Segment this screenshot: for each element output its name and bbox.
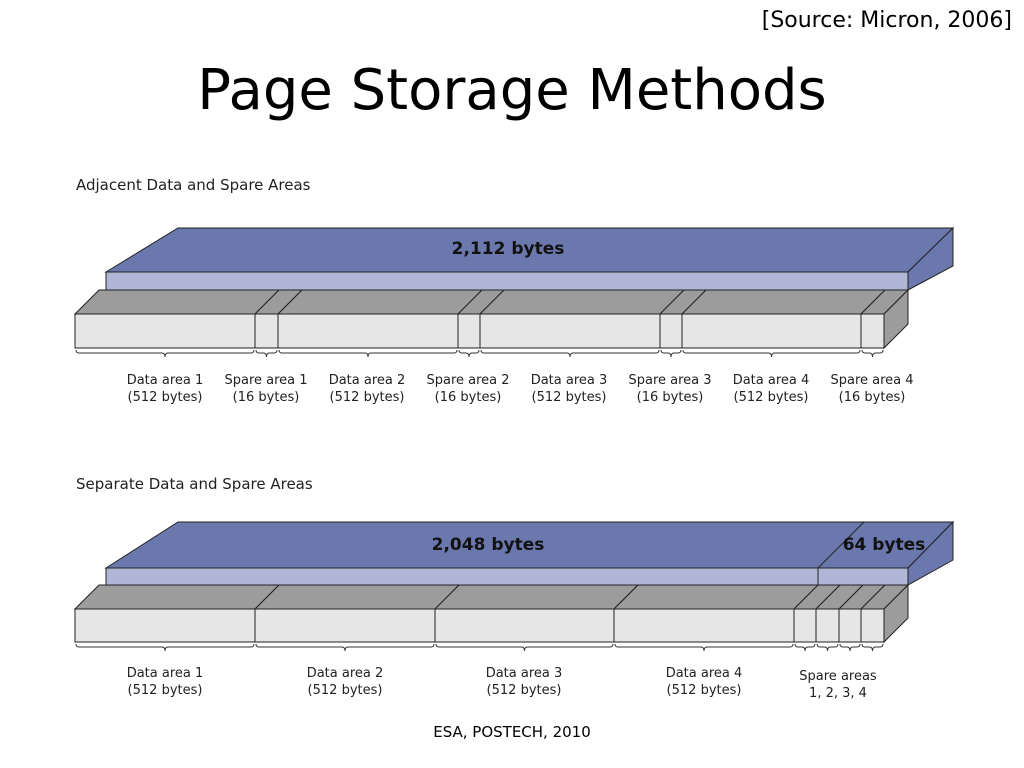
sep-brace-3 — [435, 643, 614, 652]
separate-diagram: Separate Data and Spare Areas 2,048 byte… — [73, 475, 955, 701]
separate-cell-side — [883, 583, 909, 644]
sep-brace-4 — [614, 643, 794, 652]
separate-data-total-label: 2,048 bytes — [432, 535, 545, 555]
adj-label-size-4: (16 bytes) — [435, 390, 502, 405]
adj-label-size-8: (16 bytes) — [839, 390, 906, 405]
separate-front-strip — [105, 567, 909, 586]
adj-label-name-5: Data area 3 — [531, 373, 608, 388]
sep-cell-front-7 — [838, 608, 862, 643]
separate-spare-total-label: 64 bytes — [843, 535, 926, 555]
sep-cell-top-1 — [73, 584, 281, 610]
adjacent-cell-side — [883, 288, 909, 350]
adj-brace-5 — [480, 349, 660, 358]
adj-label-name-7: Data area 4 — [733, 373, 810, 388]
sep-cell-front-6 — [815, 608, 840, 643]
sep-cell-front-5 — [793, 608, 817, 643]
sep-cell-front-1 — [74, 608, 256, 643]
adj-label-size-1: (512 bytes) — [128, 390, 203, 405]
adj-cell-front-2 — [254, 313, 279, 349]
adj-cell-top-5 — [478, 289, 686, 315]
separate-heading: Separate Data and Spare Areas — [76, 475, 313, 493]
adjacent-labels: Data area 1 (512 bytes) Spare area 1 (16… — [127, 373, 914, 405]
source-citation: [Source: Micron, 2006] — [761, 8, 1012, 33]
sep-cell-front-3 — [434, 608, 615, 643]
sep-brace-7 — [839, 643, 861, 652]
sep-brace-1 — [75, 643, 255, 652]
adjacent-heading: Adjacent Data and Spare Areas — [76, 176, 311, 194]
adj-cell-top-3 — [276, 289, 484, 315]
adj-label-size-7: (512 bytes) — [734, 390, 809, 405]
adj-label-name-4: Spare area 2 — [426, 373, 509, 388]
separate-cells — [73, 584, 910, 643]
sep-brace-2 — [255, 643, 435, 652]
sep-brace-8 — [861, 643, 884, 652]
separate-top-divider — [817, 521, 865, 569]
adj-label-name-8: Spare area 4 — [830, 373, 913, 388]
sep-brace-5 — [794, 643, 816, 652]
adj-brace-1 — [75, 349, 255, 358]
sep-label-name-2: Data area 2 — [307, 666, 384, 681]
adj-cell-top-7 — [680, 289, 887, 315]
sep-spare-label-line2: 1, 2, 3, 4 — [809, 686, 867, 701]
adjacent-diagram: Adjacent Data and Spare Areas 2,112 byte… — [73, 176, 955, 405]
adj-cell-front-8 — [860, 313, 885, 349]
sep-label-size-3: (512 bytes) — [487, 683, 562, 698]
sep-label-size-4: (512 bytes) — [667, 683, 742, 698]
adj-label-name-3: Data area 2 — [329, 373, 406, 388]
separate-braces — [75, 643, 884, 652]
adj-brace-4 — [458, 349, 480, 358]
adj-label-name-2: Spare area 1 — [224, 373, 307, 388]
sep-spare-label-line1: Spare areas — [799, 669, 877, 684]
adj-cell-front-6 — [659, 313, 683, 349]
footer-credit: ESA, POSTECH, 2010 — [433, 723, 591, 741]
sep-cell-front-2 — [254, 608, 436, 643]
adjacent-total-label: 2,112 bytes — [452, 239, 565, 259]
sep-brace-6 — [816, 643, 839, 652]
adjacent-front-strip — [105, 271, 909, 291]
sep-label-name-1: Data area 1 — [127, 666, 204, 681]
adj-label-size-3: (512 bytes) — [330, 390, 405, 405]
adjacent-cells — [73, 289, 910, 349]
sep-cell-front-4 — [613, 608, 795, 643]
adjacent-braces — [75, 349, 884, 358]
adj-cell-front-5 — [479, 313, 661, 349]
adj-label-size-6: (16 bytes) — [637, 390, 704, 405]
adj-cell-front-4 — [457, 313, 481, 349]
sep-cell-front-8 — [860, 608, 885, 643]
sep-label-name-3: Data area 3 — [486, 666, 563, 681]
adj-label-size-2: (16 bytes) — [233, 390, 300, 405]
sep-cell-top-4 — [612, 584, 820, 610]
adj-brace-6 — [660, 349, 682, 358]
adj-label-size-5: (512 bytes) — [532, 390, 607, 405]
adj-cell-front-3 — [277, 313, 459, 349]
adj-cell-top-1 — [73, 289, 281, 315]
adj-brace-2 — [255, 349, 278, 358]
sep-label-name-4: Data area 4 — [666, 666, 743, 681]
adj-cell-front-7 — [681, 313, 862, 349]
adj-brace-3 — [278, 349, 458, 358]
adj-brace-8 — [861, 349, 884, 358]
sep-label-size-2: (512 bytes) — [308, 683, 383, 698]
adj-brace-7 — [682, 349, 861, 358]
adj-label-name-1: Data area 1 — [127, 373, 204, 388]
sep-label-size-1: (512 bytes) — [128, 683, 203, 698]
sep-cell-top-2 — [253, 584, 461, 610]
sep-cell-top-3 — [433, 584, 640, 610]
separate-labels: Data area 1 (512 bytes) Data area 2 (512… — [127, 666, 877, 701]
slide-title: Page Storage Methods — [197, 58, 827, 123]
adj-label-name-6: Spare area 3 — [628, 373, 711, 388]
adj-cell-front-1 — [74, 313, 256, 349]
